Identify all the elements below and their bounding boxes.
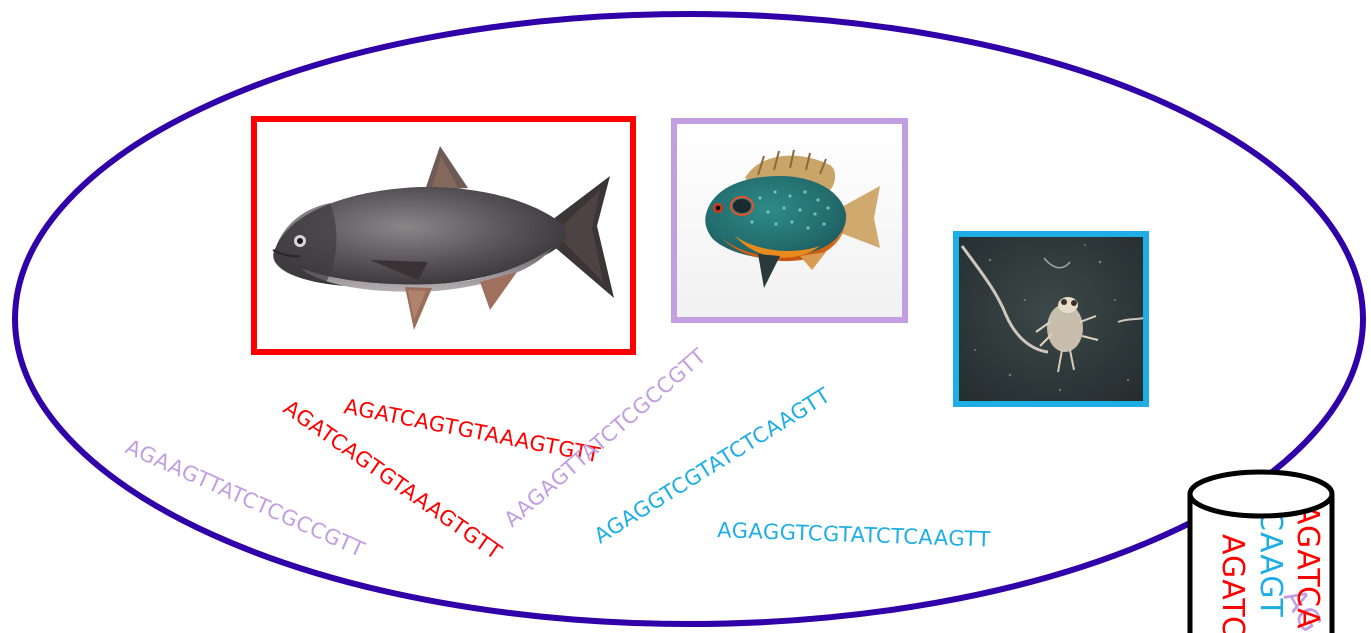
tube-fragment-red-2: AGATCA bbox=[1290, 504, 1325, 629]
zooplankton-micrograph bbox=[956, 234, 1146, 404]
sequence-purple-1: AGAAGTTATCTCGCCGTT bbox=[122, 435, 368, 562]
bighead-carp-photo bbox=[254, 119, 633, 352]
sequence-blue-2: AGAGGTCGTATCTCAAGTT bbox=[717, 518, 991, 552]
sequence-layer: AGATCAGTGTAAAGTGTT AGATCAGTGTAAAGTGTT AG… bbox=[122, 344, 991, 565]
tube-rim bbox=[1190, 472, 1332, 516]
longear-sunfish-photo bbox=[674, 121, 905, 320]
tube-fragment-red-1: AGATC bbox=[1215, 534, 1250, 633]
sample-tube: AGATC CAAGT AG AGATCA bbox=[1188, 472, 1334, 633]
